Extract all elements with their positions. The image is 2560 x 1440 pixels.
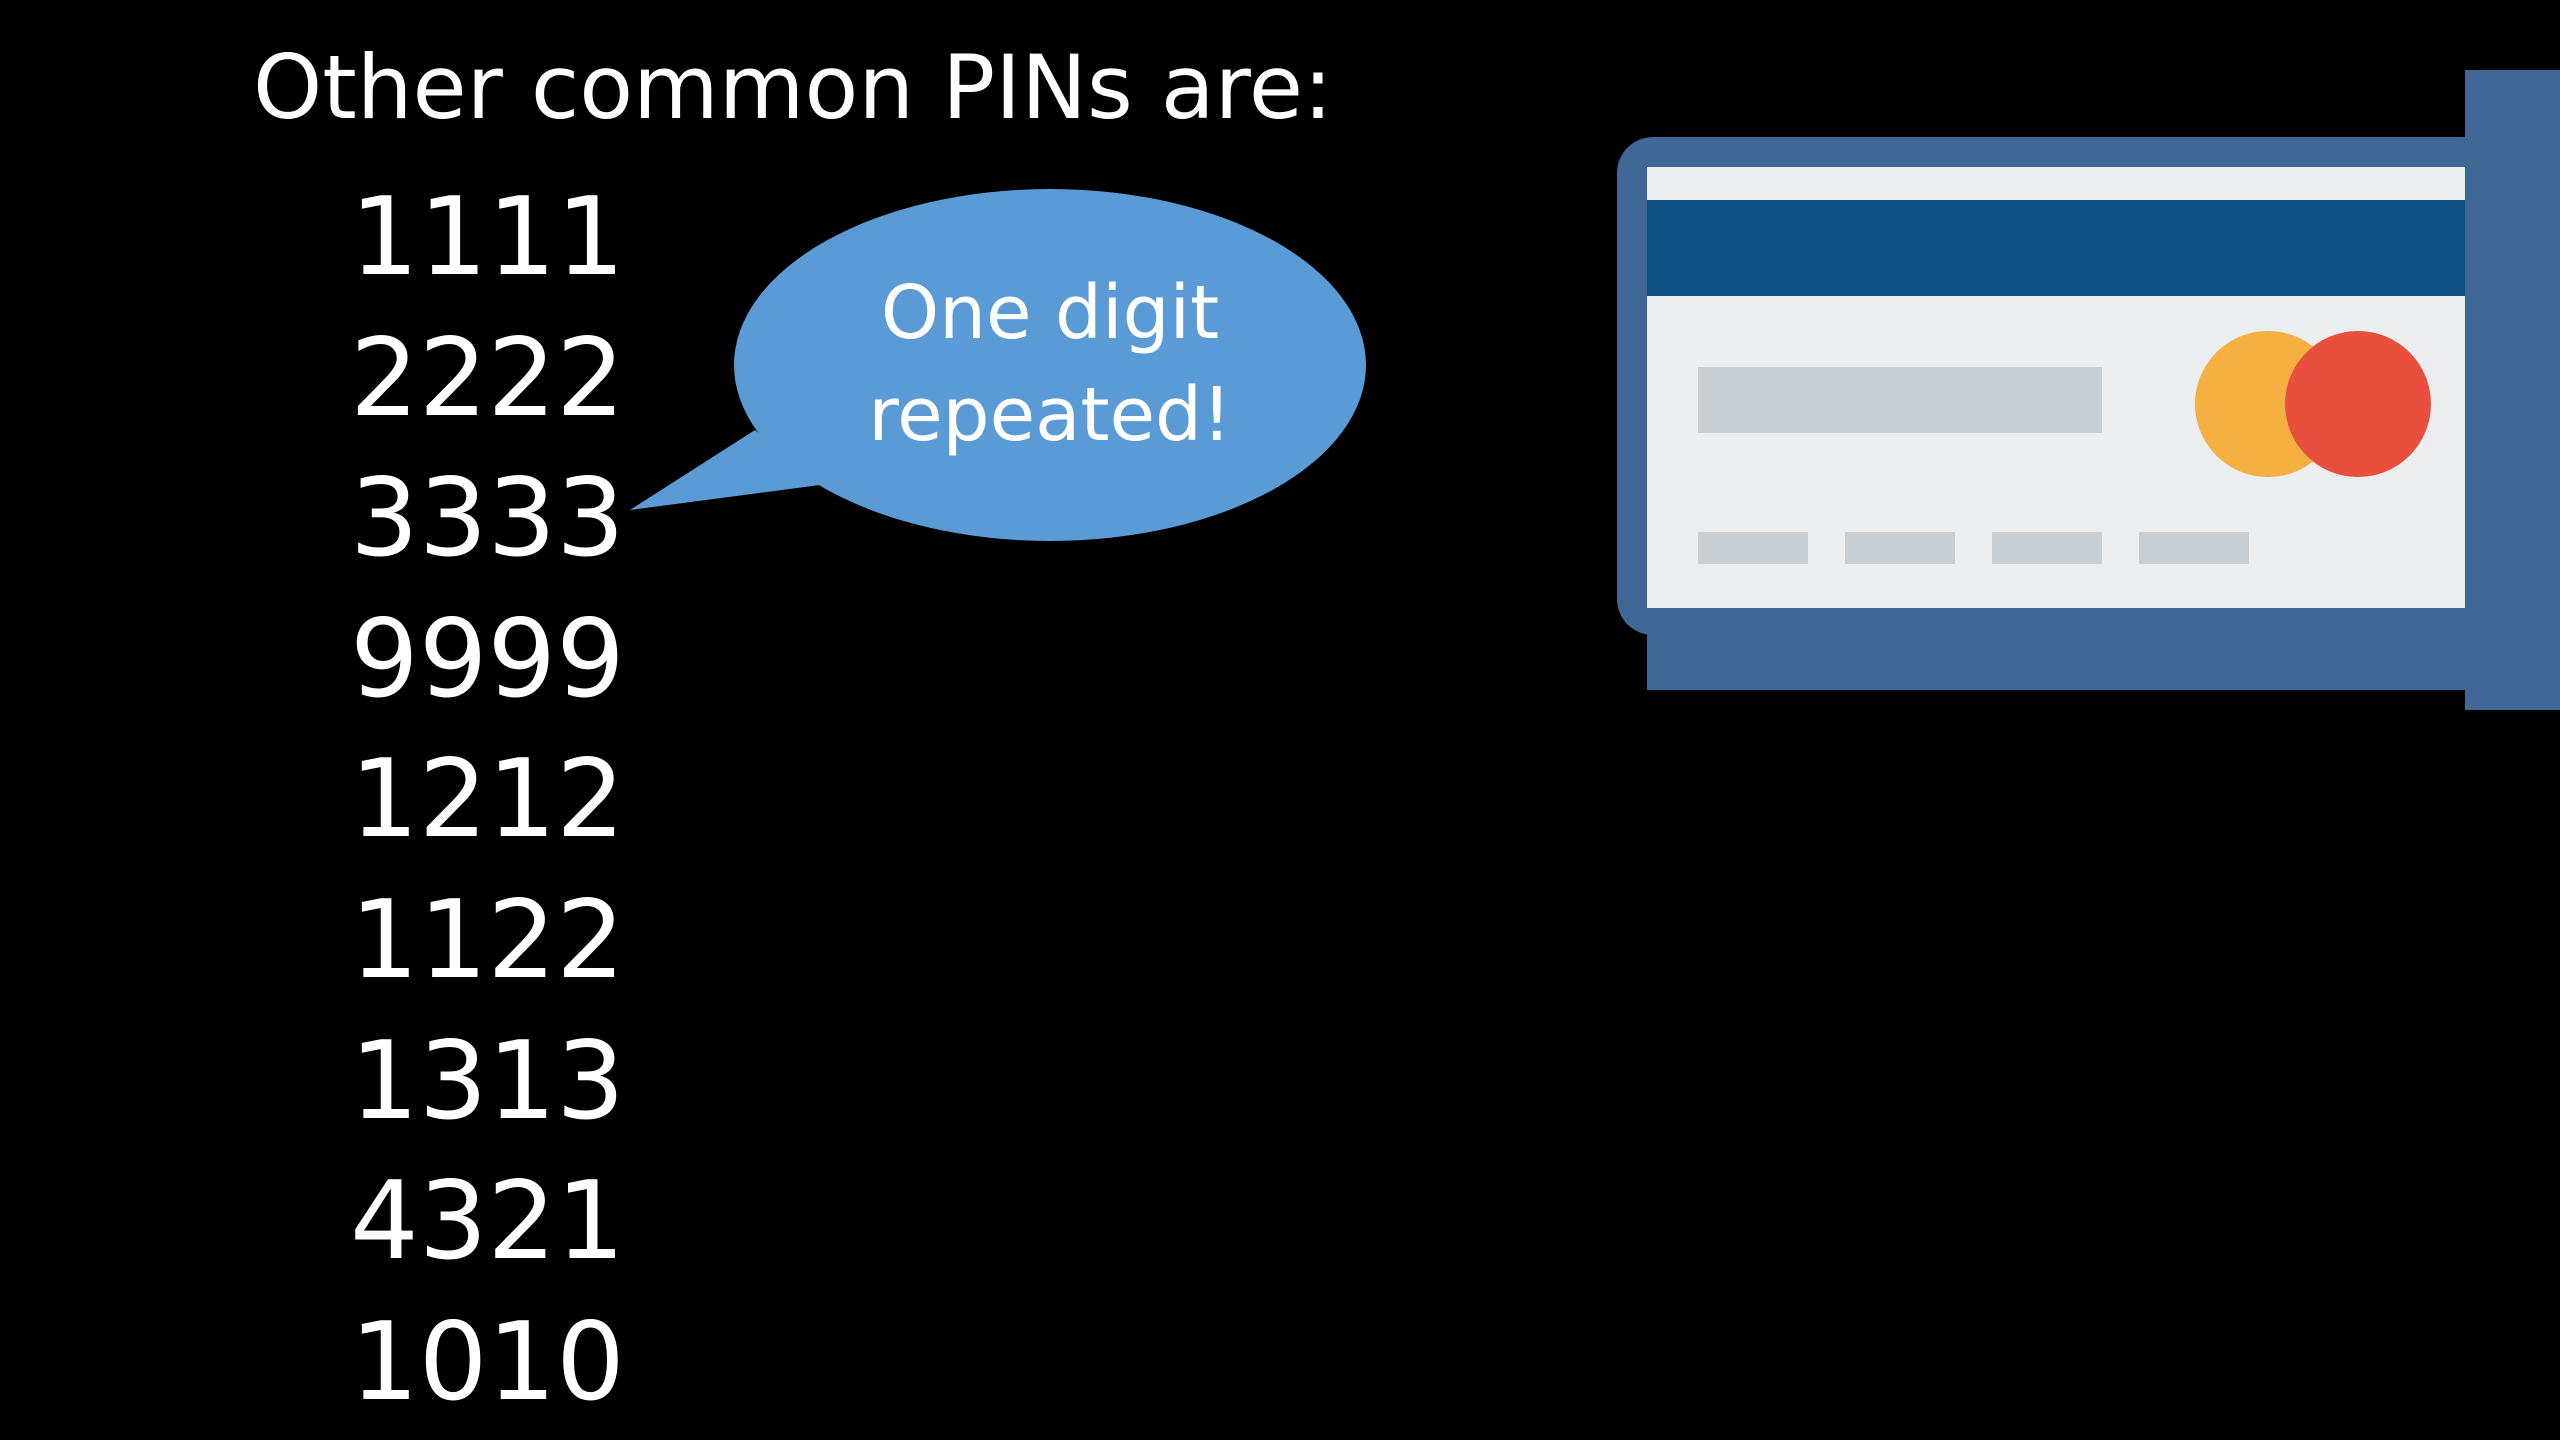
card-slot-icon <box>2465 70 2560 710</box>
slide-title: Other common PINs are: <box>253 36 1333 139</box>
speech-bubble-line-1: One digit <box>880 270 1220 356</box>
pin-list: 1111 2222 3333 9999 1212 1122 1313 4321 … <box>350 168 625 1433</box>
pin-item: 1111 <box>350 175 625 300</box>
speech-bubble-line-2: repeated! <box>868 372 1232 458</box>
pin-item: 2222 <box>350 315 625 441</box>
credit-card-icon <box>1617 137 2497 690</box>
pin-item: 1313 <box>350 1018 625 1144</box>
pin-item: 1212 <box>350 737 625 863</box>
pin-item: 9999 <box>350 596 625 722</box>
card-logo-icon <box>2195 331 2431 477</box>
speech-bubble-text: One digit repeated! <box>730 262 1370 466</box>
pin-item: 1010 <box>350 1299 625 1425</box>
pin-item: 1122 <box>350 877 625 1003</box>
pin-item: 3333 <box>350 456 625 582</box>
speech-bubble-body <box>734 189 1366 541</box>
card-illustration <box>1617 70 2560 710</box>
speech-bubble-tail <box>630 430 820 510</box>
speech-bubble <box>630 189 1366 541</box>
pin-item: 4321 <box>350 1159 625 1285</box>
